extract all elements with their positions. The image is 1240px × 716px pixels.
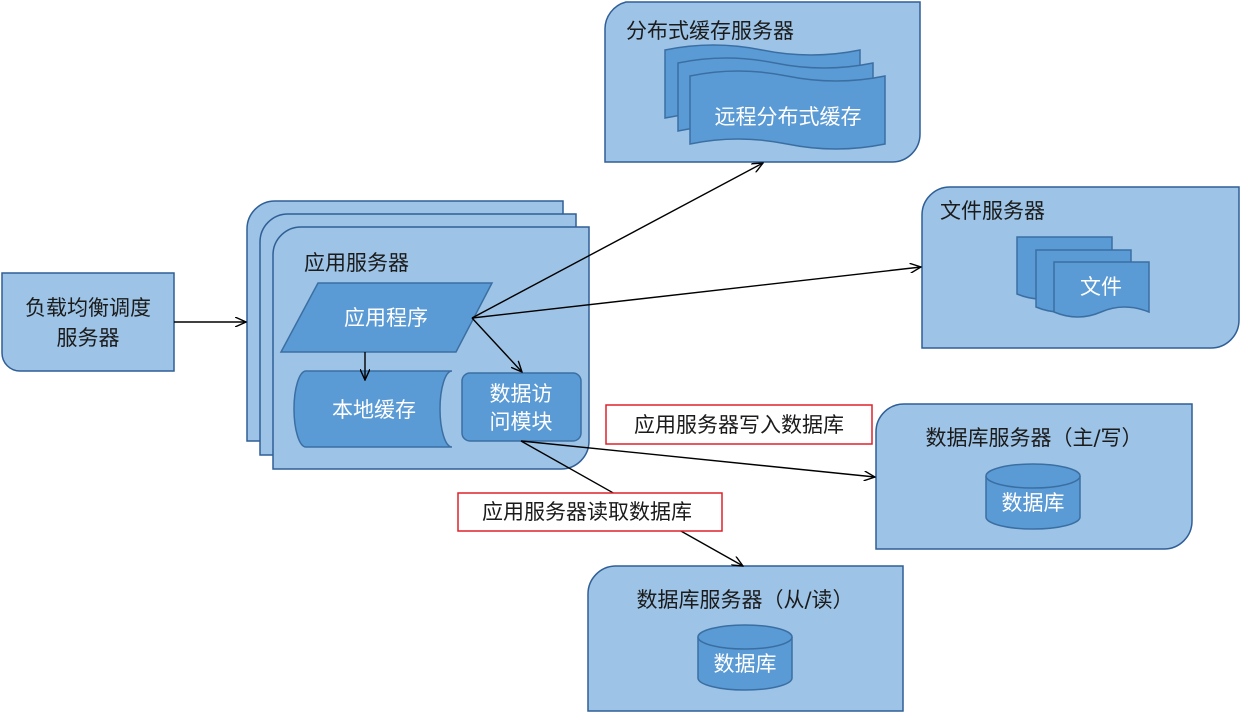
file-label: 文件 bbox=[1080, 275, 1122, 299]
db-master-label: 数据库 bbox=[1002, 491, 1065, 515]
db-slave-label: 数据库 bbox=[714, 652, 777, 676]
arrow-app-to-file bbox=[471, 267, 921, 319]
app-program-label: 应用程序 bbox=[344, 306, 428, 330]
connection-arrows bbox=[174, 163, 921, 566]
db-master-cylinder-body bbox=[985, 476, 1081, 530]
read-db-edge-label: 应用服务器读取数据库 bbox=[457, 492, 723, 532]
local-cache-label: 本地缓存 bbox=[332, 398, 416, 422]
file-server-node: 文件服务器 文件 bbox=[921, 186, 1240, 349]
arrow-app-to-data-access bbox=[471, 317, 522, 372]
load-balancer-label-line2: 服务器 bbox=[57, 326, 120, 350]
write-db-edge-label: 应用服务器写入数据库 bbox=[605, 404, 873, 445]
app-server-title: 应用服务器 bbox=[304, 251, 409, 275]
local-cache-shape bbox=[293, 370, 453, 448]
db-slave-cylinder-body bbox=[697, 637, 793, 691]
db-master-title: 数据库服务器（主/写） bbox=[925, 426, 1142, 450]
load-balancer-label-line1: 负载均衡调度 bbox=[25, 296, 151, 320]
data-access-label-line2: 问模块 bbox=[490, 410, 553, 434]
read-db-edge-text: 应用服务器读取数据库 bbox=[482, 500, 692, 524]
db-slave-cylinder-top bbox=[697, 624, 793, 650]
data-access-label-line1: 数据访 bbox=[490, 382, 553, 406]
cache-tape-front bbox=[689, 70, 886, 150]
db-master-server-node: 数据库服务器（主/写） 数据库 bbox=[875, 403, 1193, 550]
dist-cache-server-node: 分布式缓存服务器 远程分布式缓存 bbox=[604, 1, 921, 163]
file-server-title: 文件服务器 bbox=[940, 199, 1045, 223]
file-doc-front bbox=[1053, 261, 1150, 318]
db-slave-title: 数据库服务器（从/读） bbox=[636, 588, 853, 612]
load-balancer-node: 负载均衡调度 服务器 bbox=[1, 272, 175, 372]
db-slave-server-node: 数据库服务器（从/读） 数据库 bbox=[587, 565, 904, 712]
app-program-shape bbox=[279, 282, 494, 353]
app-server-node: 应用服务器 应用程序 本地缓存 数据访 问模块 bbox=[246, 200, 590, 470]
arrow-data-access-to-db-master bbox=[520, 440, 875, 477]
remote-cache-label: 远程分布式缓存 bbox=[715, 105, 862, 129]
arrow-app-to-cache bbox=[471, 163, 763, 319]
db-master-cylinder-top bbox=[985, 463, 1081, 489]
dist-cache-server-title: 分布式缓存服务器 bbox=[626, 19, 794, 43]
write-db-edge-text: 应用服务器写入数据库 bbox=[634, 413, 844, 437]
